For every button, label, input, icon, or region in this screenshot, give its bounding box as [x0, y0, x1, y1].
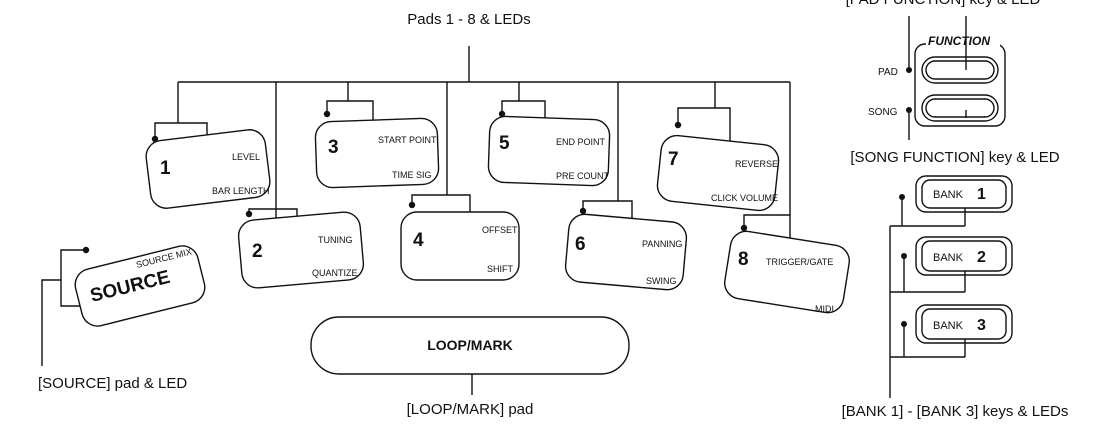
pad-3-number: 3 — [328, 137, 339, 158]
pad-4-top-label: OFFSET — [482, 225, 518, 235]
loop-mark-pad[interactable]: LOOP/MARK — [310, 316, 630, 375]
bank-3-number: 3 — [977, 317, 986, 334]
pad-2-number: 2 — [252, 241, 263, 262]
pad-function-key[interactable] — [921, 56, 999, 84]
pad-4[interactable]: 4 OFFSET SHIFT — [400, 194, 520, 281]
pad-7-bottom-label: CLICK VOLUME — [711, 193, 778, 203]
song-function-callout: [SONG FUNCTION] key & LED — [850, 149, 1059, 166]
pad-8-top-label: TRIGGER/GATE — [766, 257, 833, 267]
pad-8-bottom-label: MIDI — [815, 304, 834, 314]
pad-2-bottom-label: QUANTIZE — [312, 268, 358, 278]
pad-5[interactable]: 5 END POINT PRE COUNT — [487, 100, 611, 187]
pad-5-bottom-label: PRE COUNT — [556, 171, 610, 181]
pad-1-top-label: LEVEL — [232, 152, 260, 162]
pad-3-top-label: START POINT — [378, 135, 437, 145]
pad-2[interactable]: 2 TUNING QUANTIZE — [237, 208, 365, 289]
pad-led-label: PAD — [878, 67, 898, 78]
pad-7[interactable]: 7 REVERSE CLICK VOLUME — [656, 107, 780, 212]
pad-6-bottom-label: SWING — [646, 276, 677, 286]
pad-1[interactable]: 1 LEVEL BAR LENGTH — [144, 122, 271, 210]
pad-8[interactable]: 8 TRIGGER/GATE MIDI — [722, 214, 851, 315]
pad-1-number: 1 — [160, 158, 171, 179]
pad-4-number: 4 — [413, 230, 424, 251]
pad-1-bottom-label: BAR LENGTH — [212, 186, 270, 196]
bank-1-key[interactable]: BANK 1 — [899, 175, 1013, 213]
pads-bracket — [177, 46, 791, 222]
source-callout: [SOURCE] pad & LED — [38, 375, 187, 392]
song-function-key[interactable] — [921, 94, 999, 122]
pads-callout: Pads 1 - 8 & LEDs — [407, 11, 530, 28]
bank-2-number: 2 — [977, 249, 986, 266]
bank-bracket — [889, 197, 966, 398]
pad-6-top-label: PANNING — [642, 239, 682, 249]
bank-3-key[interactable]: BANK 3 — [901, 304, 1013, 344]
pad-7-number: 7 — [668, 149, 679, 170]
bank-2-key[interactable]: BANK 2 — [901, 236, 1013, 276]
pad-7-top-label: REVERSE — [735, 159, 778, 169]
function-panel: FUNCTION PAD SONG — [868, 34, 1006, 127]
loop-mark-callout: [LOOP/MARK] pad — [407, 401, 534, 418]
pad-5-number: 5 — [499, 133, 510, 154]
bank-1-word: BANK — [933, 189, 964, 201]
pad-3[interactable]: 3 START POINT TIME SIG — [314, 100, 440, 189]
pad-3-bottom-label: TIME SIG — [392, 170, 432, 180]
pad-8-number: 8 — [738, 249, 749, 270]
pad-5-top-label: END POINT — [556, 137, 606, 147]
pad-function-callout: [PAD FUNCTION] key & LED — [846, 0, 1041, 8]
bank-3-word: BANK — [933, 320, 964, 332]
bank-1-number: 1 — [977, 186, 986, 203]
song-led-label: SONG — [868, 107, 898, 118]
pad-2-top-label: TUNING — [318, 235, 353, 245]
pad-6-number: 6 — [575, 234, 586, 255]
loop-mark-label: LOOP/MARK — [427, 337, 513, 353]
source-leader — [41, 279, 61, 366]
pad-4-bottom-label: SHIFT — [487, 264, 514, 274]
source-pad[interactable]: SOURCE MIX SOURCE — [60, 243, 208, 330]
function-title: FUNCTION — [928, 34, 990, 48]
pad-6[interactable]: 6 PANNING SWING — [564, 200, 688, 291]
bank-callout: [BANK 1] - [BANK 3] keys & LEDs — [842, 403, 1069, 420]
bank-2-word: BANK — [933, 252, 964, 264]
